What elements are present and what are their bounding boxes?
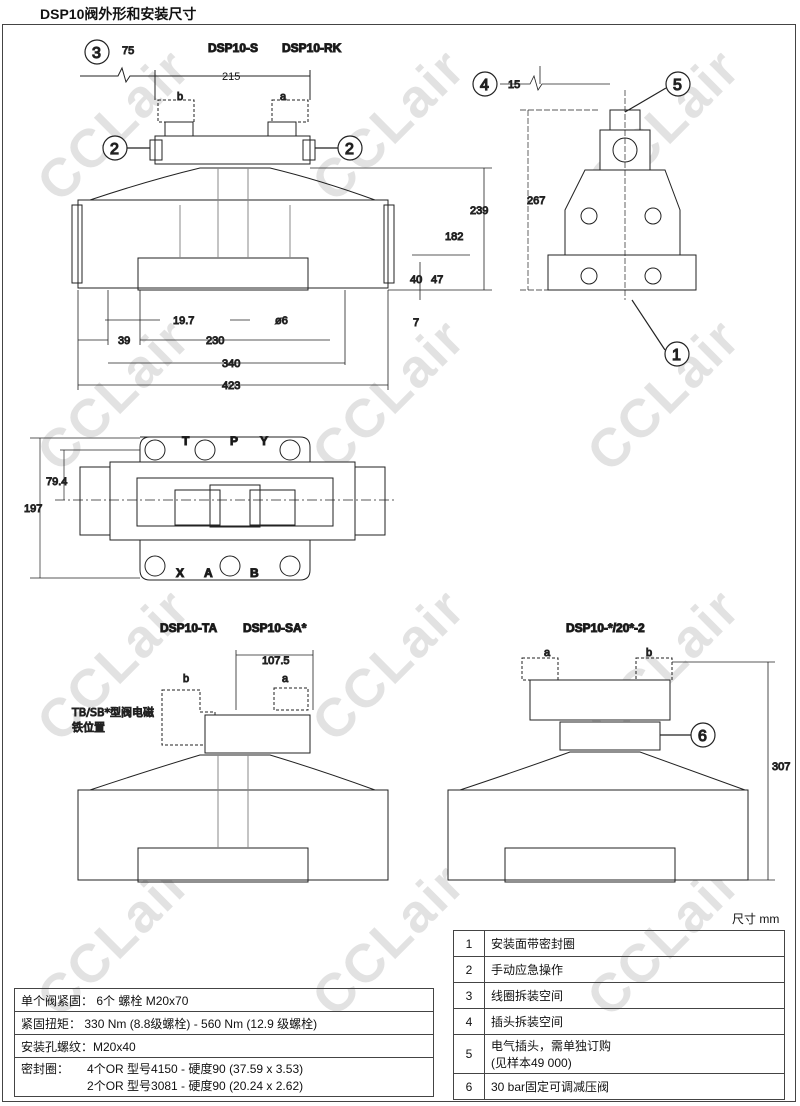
legend-num: 3 (453, 982, 485, 1009)
solenoid-label-b: b (183, 673, 189, 685)
row-label: 紧固扭矩： (21, 1016, 82, 1031)
callouts: 3 2 2 4 5 1 6 (84, 39, 716, 748)
solenoid-label-b: b (646, 647, 652, 659)
dim-15: 15 (508, 79, 520, 91)
seal-values: 4个OR 型号4150 - 硬度90 (37.59 x 3.53) 2个OR 型号… (87, 1060, 303, 1094)
solenoid-label-a: a (544, 647, 551, 659)
dim-267: 267 (527, 195, 545, 207)
row-value: 6个 螺栓 M20x70 (96, 993, 189, 1008)
legend-text: 安装面带密封圈 (484, 930, 785, 957)
table-row: 安装孔螺纹：M20x40 (14, 1034, 434, 1058)
solenoid-label-a: a (282, 673, 289, 685)
legend-text: 插头拆装空间 (484, 1008, 785, 1035)
legend-num: 5 (453, 1034, 485, 1074)
dim-340: 340 (222, 358, 240, 370)
note-text: TB/SB*型阀电磁 (71, 705, 154, 719)
dim-39: 39 (118, 335, 130, 347)
row-value: 2个OR 型号3081 - 硬度90 (20.24 x 2.62) (87, 1079, 304, 1093)
callout-2: 2 (110, 141, 119, 158)
legend-text: 电气插头，需单独订购 (见样本49 000) (484, 1034, 785, 1074)
table-row: 密封圈： 4个OR 型号4150 - 硬度90 (37.59 x 3.53) 2个O… (14, 1057, 434, 1097)
dim-215: 215 (222, 71, 240, 83)
legend-num: 6 (453, 1073, 485, 1100)
dim-dia-6: ø6 (275, 315, 288, 327)
view-label: DSP10-S (208, 41, 258, 55)
legend-num: 1 (453, 930, 485, 957)
dim-107-5: 107.5 (262, 655, 290, 667)
dim-40: 40 (410, 274, 422, 286)
legend-num: 4 (453, 1008, 485, 1035)
dim-7: 7 (413, 317, 419, 329)
note-text: 铁位置 (72, 720, 105, 734)
legend-text-line: 电气插头，需单独订购 (491, 1039, 612, 1053)
row-value: 4个OR 型号4150 - 硬度90 (37.59 x 3.53) (87, 1062, 304, 1076)
callout-2: 2 (345, 141, 354, 158)
dim-239: 239 (470, 205, 488, 217)
row-value: 330 Nm (8.8级螺栓) - 560 Nm (12.9 级螺栓) (84, 1016, 318, 1031)
dim-423: 423 (222, 380, 240, 392)
dim-182: 182 (445, 231, 463, 243)
units-label: 尺寸 mm (732, 912, 780, 926)
row-value: M20x40 (93, 1039, 136, 1054)
legend-text: 线圈拆装空间 (484, 982, 785, 1009)
callout-3: 3 (92, 45, 101, 62)
callout-6: 6 (698, 728, 707, 745)
dim-19-7: 19.7 (173, 315, 194, 327)
page-title: DSP10阀外形和安装尺寸 (40, 6, 197, 22)
seal-row: 密封圈： 4个OR 型号4150 - 硬度90 (37.59 x 3.53) 2个O… (21, 1060, 427, 1094)
callout-4: 4 (480, 77, 489, 94)
port-label-t: T (182, 434, 190, 448)
dim-230: 230 (206, 335, 224, 347)
legend-text: 30 bar固定可调减压阀 (484, 1073, 785, 1100)
solenoid-label-a: a (280, 91, 287, 103)
table-row: 5 电气插头，需单独订购 (见样本49 000) (453, 1034, 785, 1074)
row-label: 密封圈： (21, 1062, 70, 1076)
port-label-p: P (230, 434, 238, 448)
view-label: DSP10-*/20*-2 (566, 621, 645, 635)
ta-view: DSP10-TA DSP10-SA* 107.5 b a TB/SB*型阀电磁 … (71, 621, 389, 883)
v2-view: DSP10-*/20*-2 a b 307 (447, 621, 791, 883)
table-row: 单个阀紧固： 6个 螺栓 M20x70 (14, 988, 434, 1012)
dim-79-4: 79.4 (46, 476, 67, 488)
view-label: DSP10-RK (282, 41, 342, 55)
port-label-b: B (250, 566, 259, 580)
solenoid-label-b: b (177, 91, 183, 103)
top-view: T P Y X A B 79.4 197 (24, 434, 395, 581)
row-label: 单个阀紧固： (21, 993, 94, 1008)
callout-1: 1 (672, 347, 681, 364)
dim-47: 47 (431, 274, 443, 286)
view-label: DSP10-TA (160, 621, 217, 635)
row-label: 安装孔螺纹： (21, 1039, 94, 1054)
port-label-a: A (204, 566, 213, 580)
dim-307: 307 (772, 761, 790, 773)
port-label-x: X (176, 566, 184, 580)
table-row: 紧固扭矩： 330 Nm (8.8级螺栓) - 560 Nm (12.9 级螺栓… (14, 1011, 434, 1035)
drawing-frame (2, 24, 796, 1102)
front-view: DSP10-S DSP10-RK 75 215 b a 239 182 40 4… (71, 41, 492, 393)
mounting-table: 单个阀紧固： 6个 螺栓 M20x70 紧固扭矩： 330 Nm (8.8级螺栓… (14, 988, 434, 1097)
dim-75: 75 (122, 45, 134, 57)
legend-text: 手动应急操作 (484, 956, 785, 983)
legend-text-line: (见样本49 000) (491, 1056, 572, 1070)
callout-5: 5 (673, 77, 682, 94)
legend-num: 2 (453, 956, 485, 983)
port-label-y: Y (260, 434, 268, 448)
view-label: DSP10-SA* (243, 621, 307, 635)
side-view: 15 267 (500, 66, 697, 300)
dim-197: 197 (24, 503, 42, 515)
